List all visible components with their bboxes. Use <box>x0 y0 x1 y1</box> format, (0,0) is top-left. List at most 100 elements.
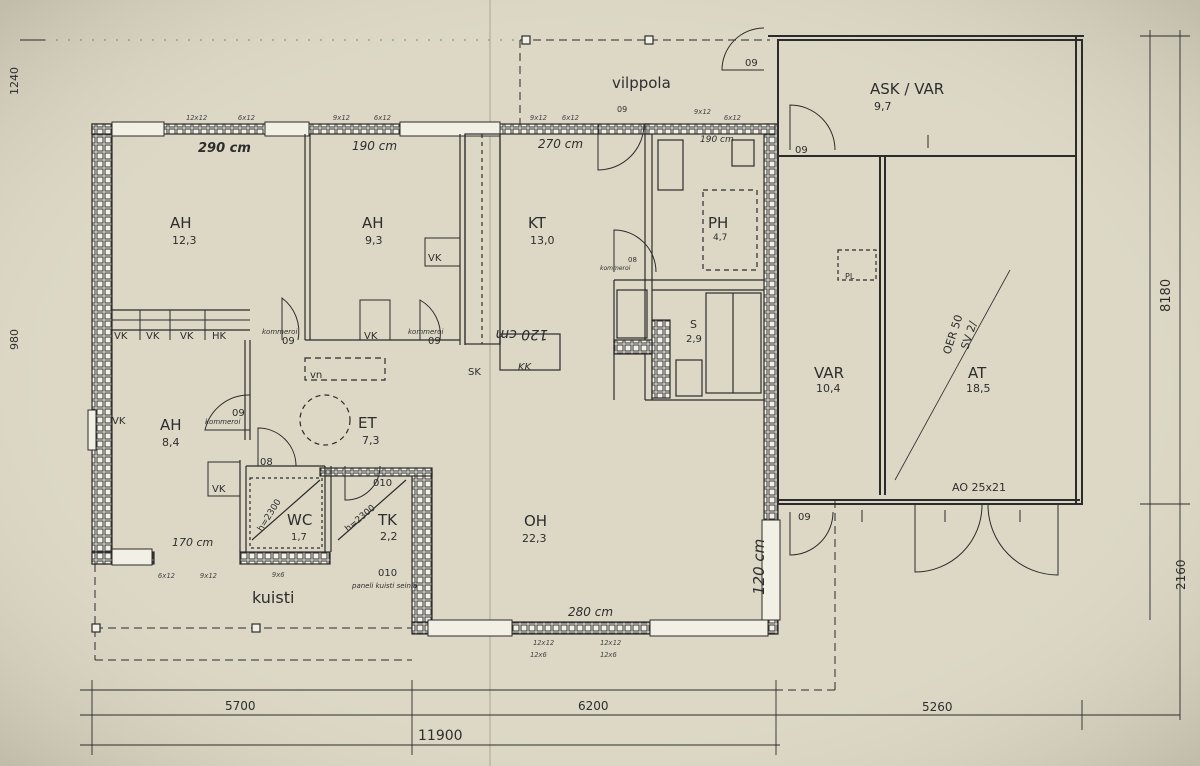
win-9x12-3: 9x12 <box>694 108 711 116</box>
door-label-08-ph: 08 <box>628 256 637 264</box>
room-labels: AH 12,3 AH 9,3 AH 8,4 KT 13,0 PH 4,7 S 2… <box>160 74 991 607</box>
door-label-08-wc: 08 <box>260 457 273 468</box>
room-ph-name: PH <box>708 214 728 232</box>
room-kuisti-name: kuisti <box>252 588 294 607</box>
room-at-name: AT <box>968 364 987 382</box>
win-9x12-2: 9x12 <box>530 114 547 122</box>
win-6x12-2: 6x12 <box>374 114 391 122</box>
door-label-010-tk: 010 <box>373 478 392 489</box>
room-s-area: 2,9 <box>686 334 702 345</box>
win-6x12-1: 6x12 <box>238 114 255 122</box>
room-tk-name: TK <box>377 511 398 529</box>
dim-5260: 5260 <box>922 700 953 714</box>
room-et-name: ET <box>358 414 377 432</box>
hall-lamp-circle <box>299 394 351 446</box>
room-askvar-area: 9,7 <box>874 100 892 113</box>
room-vilppola-name: vilppola <box>612 74 671 92</box>
note-270: 270 cm <box>538 137 583 151</box>
label-vk-2: VK <box>146 331 160 342</box>
note-190: 190 cm <box>352 139 397 153</box>
label-vk-1: VK <box>114 331 128 342</box>
win-9x12-1: 9x12 <box>333 114 350 122</box>
room-s-name: S <box>690 318 697 331</box>
ph-sink <box>731 139 755 167</box>
sauna-stove-wall <box>651 319 671 399</box>
note-kommerol-2: kommeroi <box>408 328 443 336</box>
dim-8180: 8180 <box>1159 279 1174 312</box>
dim-980: 980 <box>8 329 21 350</box>
door-swings <box>204 27 1059 576</box>
door-label-09-ah1: 09 <box>282 336 295 347</box>
win-12x12-2: 12x12 <box>533 639 554 647</box>
note-kommerol-4: kommeroi <box>600 265 631 272</box>
dim-6200: 6200 <box>578 699 609 713</box>
win-12x12-3: 12x12 <box>600 639 621 647</box>
win-6x12-5: 6x12 <box>158 572 175 580</box>
room-wc-name: WC <box>287 511 312 529</box>
note-120-kitchen: 120 cm <box>495 326 548 342</box>
room-ah2-name: AH <box>362 214 384 232</box>
room-oh-name: OH <box>524 512 547 530</box>
entry-arrows <box>861 135 1021 522</box>
label-vn: vn <box>310 370 322 381</box>
door-label-09-var: 09 <box>795 145 808 156</box>
note-290: 290 cm <box>198 141 251 156</box>
label-hk: HK <box>212 331 227 342</box>
label-vk-5: VK <box>364 331 378 342</box>
note-170: 170 cm <box>172 536 213 549</box>
note-280: 280 cm <box>568 605 613 619</box>
room-tk-area: 2,2 <box>380 530 398 543</box>
room-kt-area: 13,0 <box>530 234 555 247</box>
note-kommerol-3: kommeroi <box>205 418 240 426</box>
room-et-area: 7,3 <box>362 434 380 447</box>
garage-block <box>768 35 1084 505</box>
label-vk-6: VK <box>112 416 126 427</box>
door-label-09-ah2: 09 <box>428 336 441 347</box>
room-ah1-area: 12,3 <box>172 234 197 247</box>
tk-h2300-line <box>337 479 407 541</box>
window-marks <box>87 121 781 637</box>
note-190b: 190 cm <box>700 135 734 145</box>
room-ah3-name: AH <box>160 416 182 434</box>
win-6x12-4: 6x12 <box>724 114 741 122</box>
label-pl: PL <box>845 272 855 281</box>
dimension-values: 5700 6200 5260 11900 8180 2160 1240 980 <box>8 67 1188 744</box>
label-vk-4: VK <box>428 253 442 264</box>
hall-cabinet-vn <box>304 357 386 381</box>
dimension-lines <box>20 30 1190 755</box>
room-askvar-name: ASK / VAR <box>870 80 944 98</box>
room-var-name: VAR <box>814 364 844 382</box>
win-12x6-1: 12x6 <box>530 651 547 659</box>
closet-row <box>112 237 461 497</box>
door-label-09-ah3: 09 <box>232 408 245 419</box>
wc-h2300-line <box>251 479 321 541</box>
pl-marker <box>837 249 877 281</box>
dim-5700: 5700 <box>225 699 256 713</box>
door-label-09-askvar: 09 <box>745 58 758 69</box>
note-120-vertical: 120 cm <box>750 539 768 595</box>
door-label-09-vilppola: 09 <box>617 105 627 114</box>
window-size-labels: 12x12 6x12 9x12 6x12 9x12 6x12 9x12 6x12… <box>158 108 741 659</box>
label-sk: SK <box>468 367 481 378</box>
room-oh-area: 22,3 <box>522 532 547 545</box>
win-9x6: 9x6 <box>272 571 285 579</box>
room-at-area: 18,5 <box>966 382 991 395</box>
dim-11900: 11900 <box>418 728 463 744</box>
room-kt-name: KT <box>528 214 547 232</box>
kitchen-counter-kk <box>499 333 561 371</box>
win-12x6-2: 12x6 <box>600 651 617 659</box>
label-vk-7: VK <box>212 484 226 495</box>
label-vk-3: VK <box>180 331 194 342</box>
note-panel: paneli kuisti seiniä <box>351 582 417 590</box>
room-wc-area: 1,7 <box>291 532 307 543</box>
note-kommerol-1: kommeroi <box>262 328 297 336</box>
room-ah3-area: 8,4 <box>162 436 180 449</box>
dim-1240: 1240 <box>8 67 21 95</box>
win-9x12-4: 9x12 <box>200 572 217 580</box>
handwritten-notes: 290 cm 190 cm 270 cm 190 cm 170 cm 280 c… <box>172 135 768 619</box>
room-ah1-name: AH <box>170 214 192 232</box>
label-ao: AO 25x21 <box>952 481 1006 494</box>
door-label-09-var-bottom: 09 <box>798 512 811 523</box>
ph-shower <box>657 139 684 191</box>
